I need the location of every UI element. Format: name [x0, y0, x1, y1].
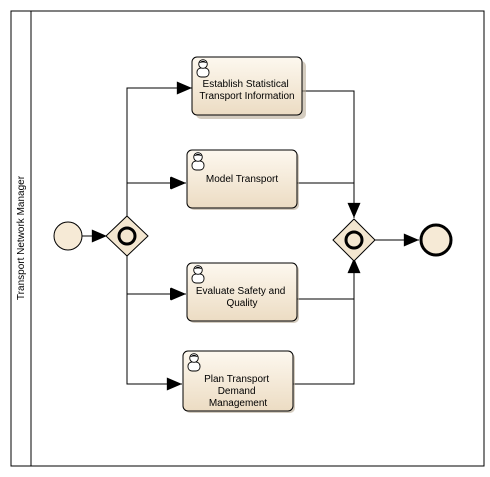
inclusive-gateway-split	[105, 215, 149, 257]
flow-arrowheads	[170, 177, 186, 300]
user-icon	[191, 265, 205, 284]
svg-text:Establish Statistical Tr: Establish Statistical Transport Informat…	[199, 79, 294, 102]
svg-text:Evaluate Safety and Qual: Evaluate Safety and Quality	[196, 286, 288, 309]
task-establish-statistical-transport-information: Establish Statistical Transport Informat…	[191, 56, 306, 119]
task-label-line: Management	[209, 398, 268, 409]
inclusive-gateway-join	[332, 218, 376, 262]
flow-split-to-model	[126, 176, 186, 216]
flow-split-to-establish	[126, 81, 192, 216]
user-icon	[187, 353, 201, 372]
user-icon	[196, 59, 210, 78]
task-label-line: Establish Statistical	[203, 79, 289, 90]
end-event	[419, 223, 453, 257]
task-label-line: Model Transport	[206, 174, 278, 185]
task-label-line: Transport Information	[199, 91, 294, 102]
task-label-line: Demand	[218, 386, 256, 397]
flow-plan-to-join	[293, 257, 361, 385]
task-label-line: Evaluate Safety and	[196, 286, 286, 297]
svg-text:Plan Transport Demand: Plan Transport Demand Management	[204, 374, 272, 409]
flow-establish-to-join	[302, 90, 361, 218]
lane-label: Transport Network Manager	[16, 175, 27, 300]
start-event	[53, 221, 83, 251]
svg-text:Model Transport: Model Transport	[206, 174, 278, 185]
task-model-transport: Model Transport	[186, 149, 299, 210]
task-label-line: Quality	[226, 298, 257, 309]
flow-split-to-plan	[126, 256, 182, 391]
task-label-line: Plan Transport	[204, 374, 269, 385]
user-icon	[191, 152, 205, 171]
task-plan-transport-demand-management: Plan Transport Demand Management	[182, 350, 295, 413]
sequence-flows	[82, 81, 420, 391]
task-evaluate-safety-and-quality: Evaluate Safety and Quality	[186, 262, 299, 323]
